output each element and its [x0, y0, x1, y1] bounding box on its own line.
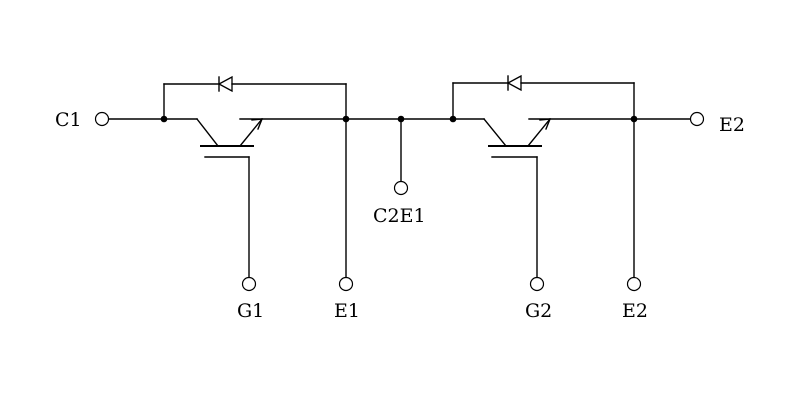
label-e2-bottom: E2 [622, 300, 648, 322]
igbt-q2-emitter-lead [527, 118, 551, 147]
label-g2: G2 [525, 300, 552, 322]
diode-d1-triangle [217, 75, 233, 93]
igbt-q2-emitter-arrow [539, 118, 552, 130]
igbt-q1-collector-lead [196, 118, 219, 147]
junction-dot [449, 115, 457, 123]
igbt-q1-emitter-arrow [251, 118, 264, 130]
diode-d2-triangle [506, 74, 522, 92]
terminal-g1 [241, 276, 257, 292]
terminal-e2-right [689, 111, 705, 127]
terminals [94, 111, 705, 292]
terminal-e2-bottom [626, 276, 642, 292]
terminal-labels: C1 E2 C2E1 G1 E1 G2 E2 [55, 109, 745, 322]
label-e2-right: E2 [719, 114, 745, 136]
igbt-q1-emitter-lead [239, 118, 263, 147]
igbt-q1 [196, 118, 264, 278]
terminal-c2e1 [393, 180, 409, 196]
diode-d1 [163, 75, 347, 278]
junction-dot [630, 115, 638, 123]
diode-d2 [452, 74, 635, 278]
label-c2e1: C2E1 [373, 205, 426, 227]
label-g1: G1 [237, 300, 264, 322]
junction-dots [160, 115, 638, 123]
terminal-g2 [529, 276, 545, 292]
junction-dot [160, 115, 168, 123]
igbt-q2-collector-lead [483, 118, 507, 147]
junction-dot [397, 115, 405, 123]
label-e1: E1 [334, 300, 360, 322]
igbt-q2 [483, 118, 552, 278]
terminal-c1 [94, 111, 110, 127]
terminal-e1 [338, 276, 354, 292]
junction-dot [342, 115, 350, 123]
label-c1: C1 [55, 109, 82, 131]
